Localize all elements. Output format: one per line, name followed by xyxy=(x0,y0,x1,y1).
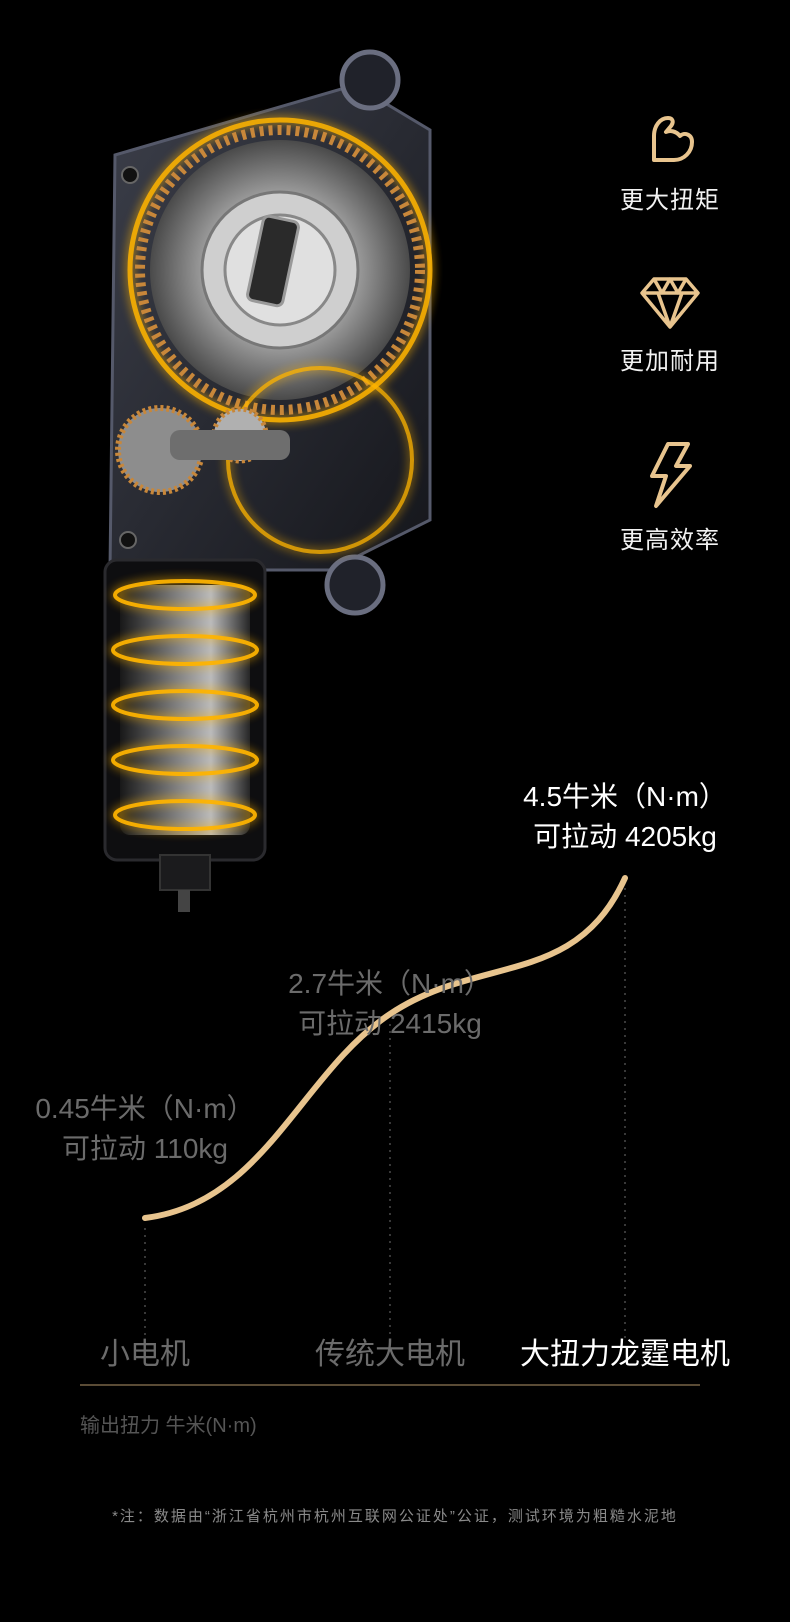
data-label-1-line1: 2.7牛米（N·m） xyxy=(288,968,492,999)
flexed-arm-icon xyxy=(652,116,694,162)
feature-label: 更大扭矩 xyxy=(620,187,720,214)
feature-item-torque: 更大扭矩 xyxy=(600,110,740,215)
footnote: *注：数据由“浙江省杭州市杭州互联网公证处”公证，测试环境为粗糙水泥地 xyxy=(112,1508,678,1525)
category-label-2: 大扭力龙霆电机 xyxy=(520,1338,730,1371)
data-label-2-line2: 可拉动 4205kg xyxy=(533,821,717,852)
data-label-0-line1: 0.45牛米（N·m） xyxy=(35,1093,254,1124)
feature-label: 更加耐用 xyxy=(620,348,720,375)
axis-label: 输出扭力 牛米(N·m) xyxy=(80,1414,257,1437)
category-label-1: 传统大电机 xyxy=(315,1338,465,1371)
gear-motor-illustration xyxy=(103,49,433,912)
torque-curve xyxy=(142,875,628,1221)
feature-item-efficiency: 更高效率 xyxy=(600,440,740,555)
data-label-0-line2: 可拉动 110kg xyxy=(62,1133,228,1164)
feature-label: 更高效率 xyxy=(620,527,720,554)
diamond-icon xyxy=(640,277,700,329)
lightning-bolt-icon xyxy=(650,442,692,508)
feature-item-durable: 更加耐用 xyxy=(600,275,740,376)
data-label-2-line1: 4.5牛米（N·m） xyxy=(523,781,727,812)
category-label-0: 小电机 xyxy=(100,1338,190,1371)
data-label-1-line2: 可拉动 2415kg xyxy=(298,1008,482,1039)
